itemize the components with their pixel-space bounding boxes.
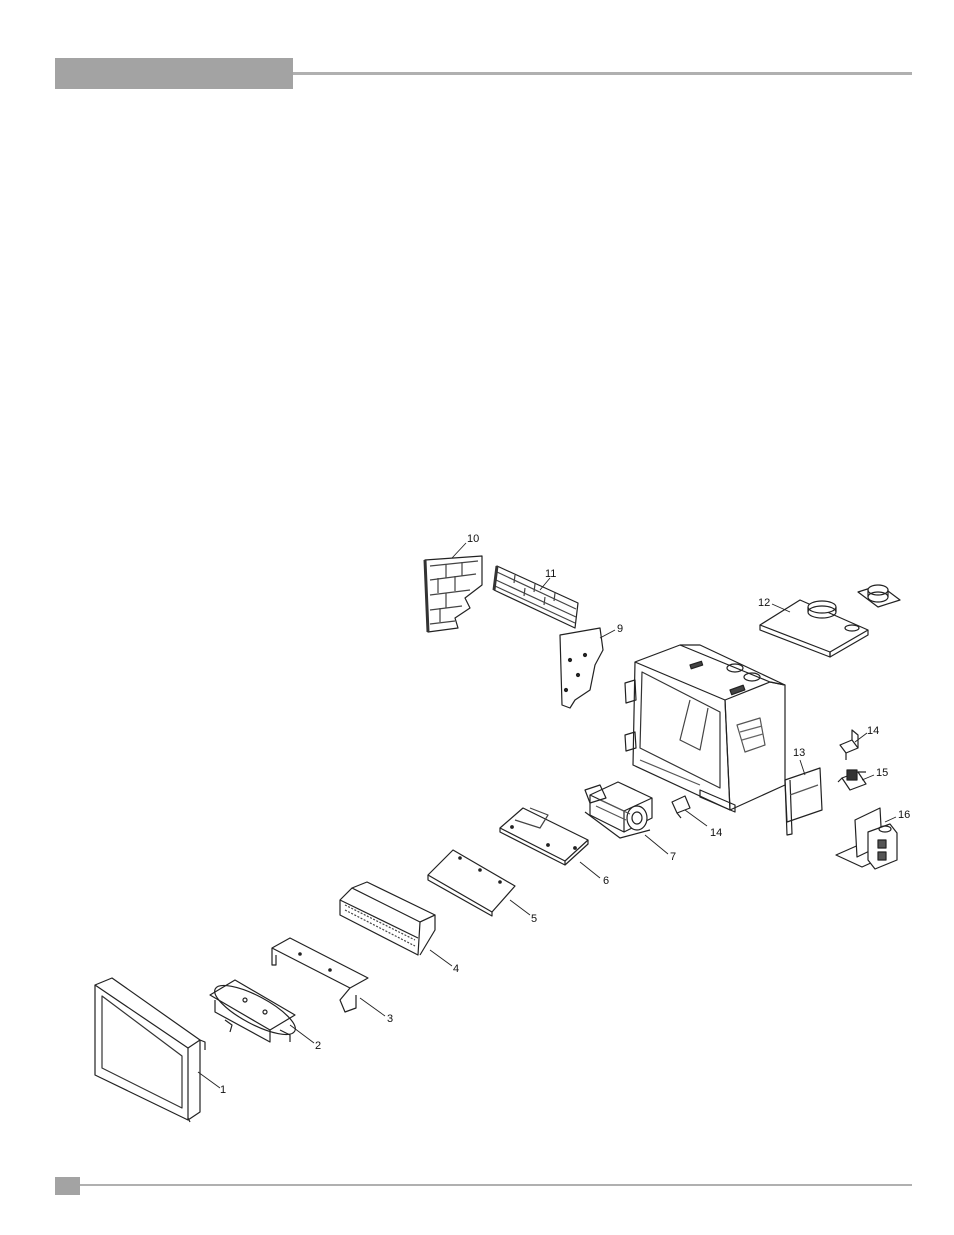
callout-3: 3 — [387, 1013, 393, 1025]
callout-9: 9 — [617, 623, 623, 635]
callout-10: 10 — [467, 533, 479, 545]
callout-14-upper: 14 — [867, 725, 879, 737]
callout-12: 12 — [758, 597, 770, 609]
part-3-bracket-strip — [272, 938, 368, 1012]
part-4-louver — [340, 882, 435, 955]
part-12-top-plate — [760, 600, 868, 657]
part-16-control-box — [836, 808, 897, 869]
callout-16: 16 — [898, 809, 910, 821]
callout-7: 7 — [670, 851, 676, 863]
part-1-glass-frame — [95, 978, 205, 1122]
part-15-valve — [838, 770, 866, 790]
part-13-access-panel — [785, 768, 822, 835]
callout-6: 6 — [603, 875, 609, 887]
part-9-side-plate — [560, 628, 603, 708]
part-14-clip-lower — [672, 796, 690, 818]
part-11-brick-back-panel — [494, 566, 578, 628]
callout-4: 4 — [453, 963, 459, 975]
page-number-box — [55, 1177, 80, 1195]
callout-1: 1 — [220, 1084, 226, 1096]
firebox-assembly — [625, 645, 785, 812]
part-5-deflector — [428, 850, 515, 916]
part-2-burner — [209, 977, 302, 1044]
callout-5: 5 — [531, 913, 537, 925]
callout-14-lower: 14 — [710, 827, 722, 839]
callout-2: 2 — [315, 1040, 321, 1052]
part-6-tray — [500, 808, 588, 865]
part-10-brick-side-panel — [425, 556, 482, 632]
callout-11: 11 — [545, 568, 556, 580]
footer-rule — [80, 1184, 912, 1186]
part-14-bracket-upper — [840, 730, 858, 760]
part-vent-cap — [858, 585, 900, 607]
callout-15: 15 — [876, 767, 888, 779]
callout-13: 13 — [793, 747, 805, 759]
part-7-blower — [585, 782, 652, 838]
